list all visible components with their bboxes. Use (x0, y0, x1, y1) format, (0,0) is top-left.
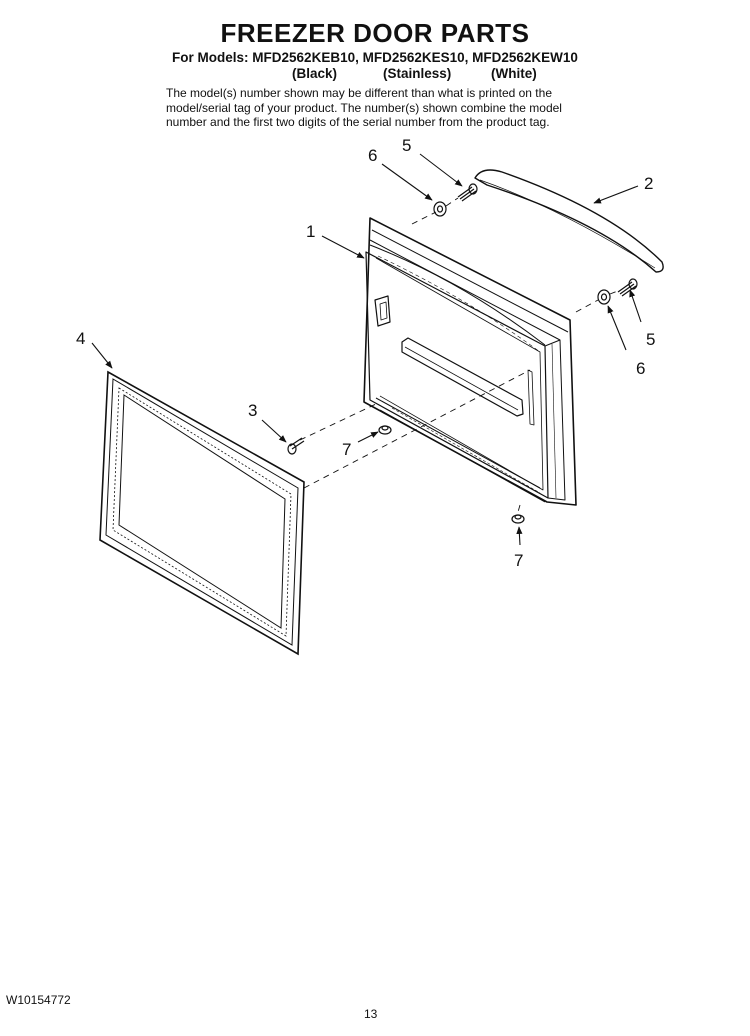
page-title: FREEZER DOOR PARTS (220, 18, 530, 48)
document-number: W10154772 (6, 993, 71, 1007)
callout-2: 2 (644, 174, 653, 193)
assembly-lines (299, 197, 621, 513)
handle-screw-top (457, 183, 478, 202)
variant-black: (Black) (292, 66, 338, 81)
callout-5-top: 5 (402, 136, 411, 155)
page-number: 13 (364, 1007, 378, 1021)
door-handle (474, 169, 664, 273)
callout-3: 3 (248, 401, 257, 420)
door-gasket (99, 370, 305, 656)
plug-button-left (378, 425, 392, 435)
models-line: For Models: MFD2562KEB10, MFD2562KES10, … (172, 50, 578, 65)
callout-6-right: 6 (636, 359, 645, 378)
hinge-screw (287, 437, 305, 455)
model-note-line: model/serial tag of your product. The nu… (166, 100, 562, 115)
model-note: The model(s) number shown may be differe… (166, 86, 606, 130)
handle-screw-right (617, 278, 638, 297)
callout-5-right: 5 (646, 330, 655, 349)
handle-spacer-right (597, 289, 611, 305)
callout-leaders (91, 153, 642, 546)
handle-spacer-top (433, 201, 447, 217)
variant-white: (White) (491, 66, 537, 81)
model-note-line: number and the first two digits of the s… (166, 115, 550, 129)
callout-6-top: 6 (368, 146, 377, 165)
plug-button-bottom (511, 514, 525, 524)
freezer-door-assembly (363, 217, 577, 506)
callout-4: 4 (76, 329, 85, 348)
callout-7-left: 7 (342, 440, 351, 459)
callout-7-bottom: 7 (514, 551, 523, 570)
variant-stainless: (Stainless) (383, 66, 452, 81)
callout-1: 1 (306, 222, 315, 241)
model-note-line: The model(s) number shown may be differe… (166, 86, 552, 100)
